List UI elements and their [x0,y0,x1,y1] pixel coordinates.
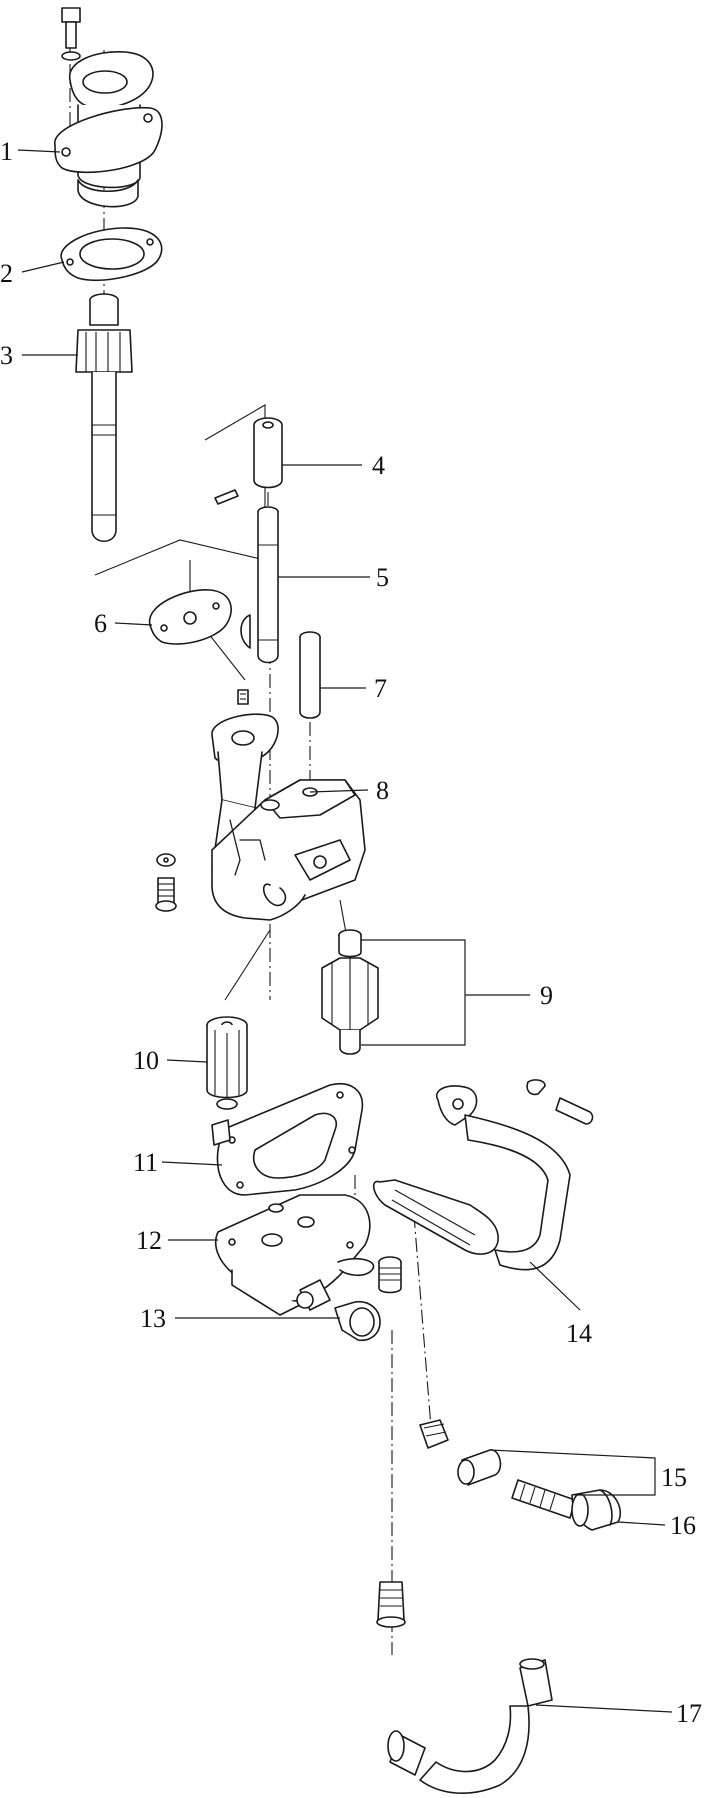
callout-labels: 1 2 3 4 5 6 7 8 9 10 11 12 13 14 15 16 1… [0,137,702,1728]
callout-3: 3 [0,341,13,370]
callout-11: 11 [133,1148,158,1177]
callout-10: 10 [133,1046,159,1075]
callout-12: 12 [136,1226,162,1255]
part-16-plug-bolt [571,1489,622,1531]
callout-1: 1 [0,137,13,166]
callout-5: 5 [376,563,389,592]
callout-14: 14 [566,1319,592,1348]
callout-17: 17 [676,1699,702,1728]
part-11-cover-gasket [211,1083,364,1196]
part-13-plug [334,1300,381,1342]
part-12-pump-cover [214,1194,375,1316]
part-7-idler-pin [299,631,321,719]
part-17-oil-hose [387,1658,553,1794]
hose-fitting [376,1581,406,1628]
part-1-drive-housing [54,7,163,208]
small-screws [155,689,249,912]
leader-lines [17,149,673,1713]
callout-8: 8 [376,776,389,805]
callout-6: 6 [94,609,107,638]
callout-13: 13 [140,1304,166,1333]
part-2-gasket [60,227,163,282]
part-8-pump-body [211,713,366,921]
callout-4: 4 [372,451,385,480]
callout-16: 16 [670,1511,696,1540]
cover-spring [378,1256,402,1294]
part-5-pump-shaft [240,506,279,664]
part-10-drive-rotor [206,1016,248,1110]
callout-2: 2 [0,259,13,288]
part-9-driven-rotor [321,929,379,1055]
callout-7: 7 [374,674,387,703]
part-3-drive-gear-shaft [75,293,133,543]
callout-9: 9 [540,981,553,1010]
callout-15: 15 [661,1463,687,1492]
part-14-strainer-pipe [372,1079,594,1271]
part-15-relief-valve [419,1419,576,1519]
part-6-plate-gasket [148,589,232,645]
part-4-sleeve [214,417,283,505]
